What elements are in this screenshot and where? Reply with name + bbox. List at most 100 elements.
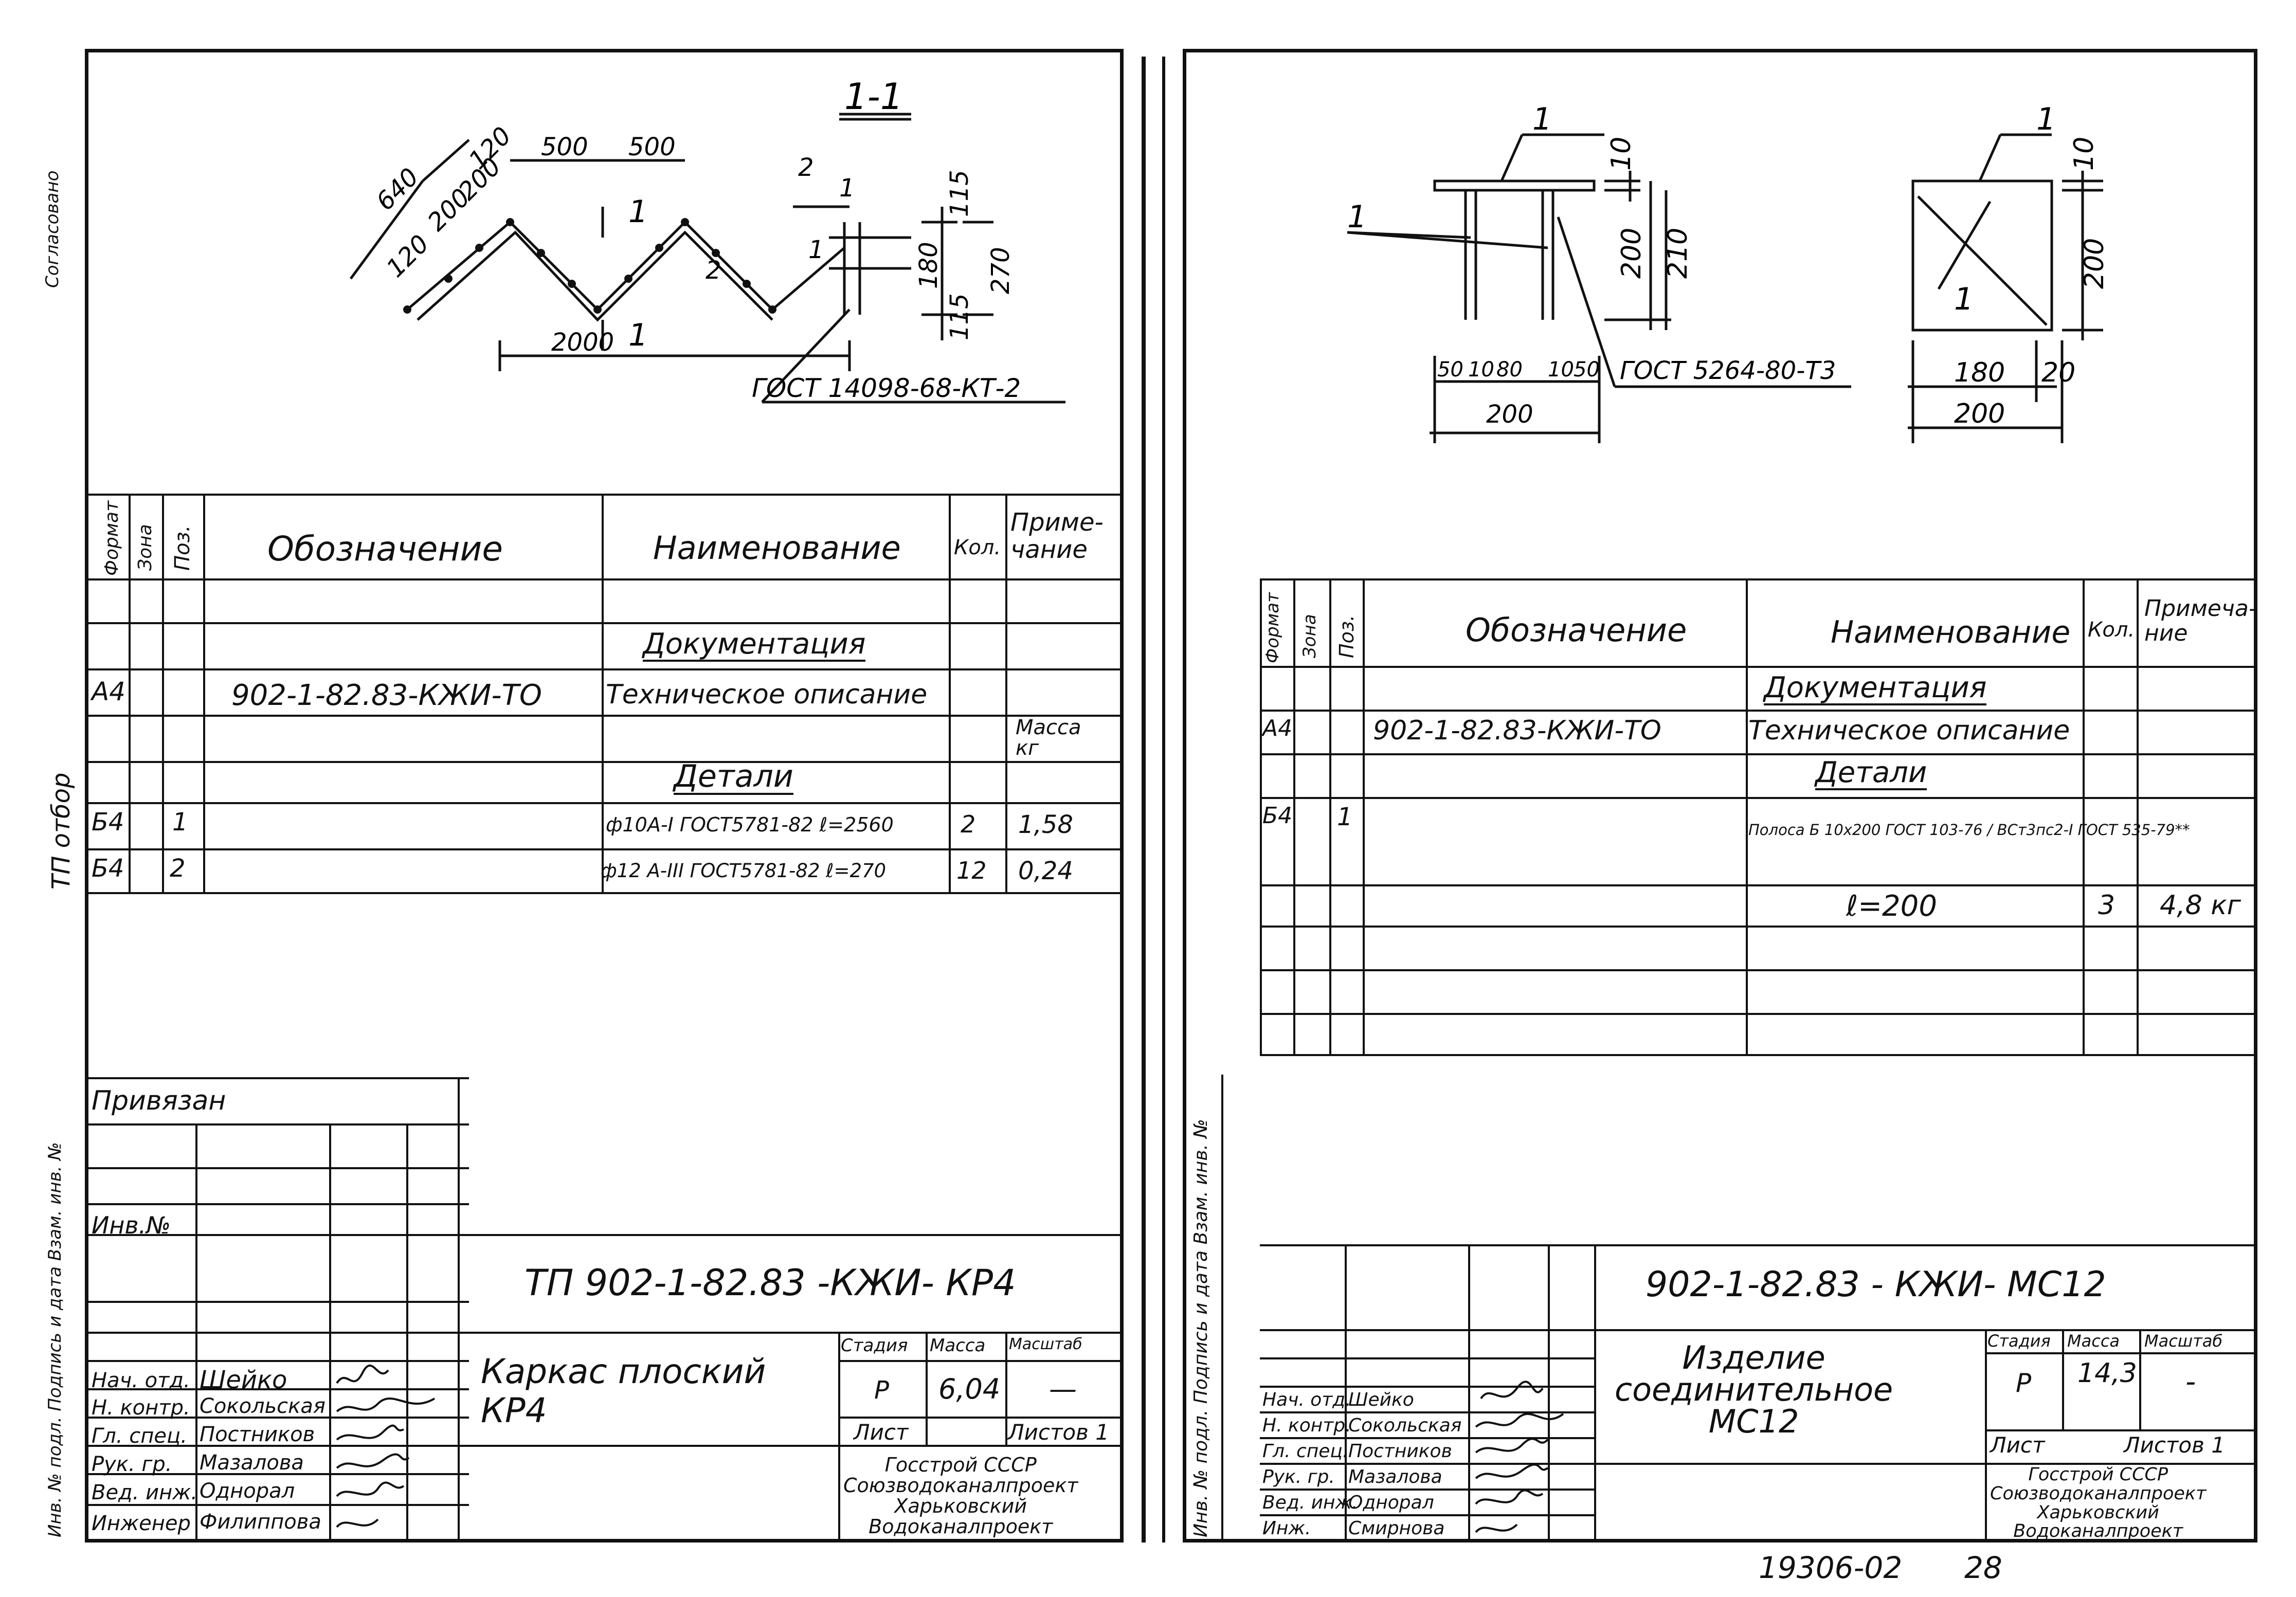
left-signer-name-3: Мазалова — [200, 1451, 304, 1475]
left-stage-header-stage: Стадия — [841, 1335, 908, 1356]
left-row4-qty: 2 — [961, 810, 976, 838]
left-signer-role-0: Нач. отд. — [92, 1369, 190, 1392]
right-header-note: Примеча- ние — [2144, 595, 2257, 647]
dim-640: 640 — [371, 162, 424, 216]
left-title: Каркас плоский КР4 — [481, 1352, 766, 1430]
left-signer-name-2: Постников — [200, 1423, 315, 1446]
left-side-label-top: Согласовано — [42, 170, 63, 288]
dim-2000: 2000 — [551, 328, 614, 357]
left-row1-designation: 902-1-82.83-КЖИ-ТО — [231, 679, 542, 712]
right-dim-210: 210 — [1662, 228, 1693, 279]
left-row3-name: Детали — [674, 758, 793, 795]
left-signer-name-5: Филиппова — [200, 1510, 321, 1534]
left-signatures — [336, 1364, 436, 1528]
left-doc-code: ТП 902-1-82.83 -КЖИ- КР4 — [525, 1262, 1016, 1304]
right-header-zone: Зона — [1299, 614, 1320, 658]
right-header-designation: Обозначение — [1466, 611, 1687, 649]
right-stage-header-scale: Масштаб — [2144, 1331, 2223, 1351]
right-b-callout-top: 1 — [2036, 101, 2056, 137]
left-row0-name: Документация — [643, 627, 866, 662]
left-drawing-frame: 1-1 500 500 640 120 200 200 120 2000 1 1… — [349, 76, 1065, 404]
left-privyazan: Привязан — [92, 1085, 226, 1116]
dim-270: 270 — [986, 247, 1015, 294]
left-header-zone: Зона — [135, 524, 156, 571]
left-row5-pos: 2 — [170, 854, 186, 883]
left-scale-value: — — [1049, 1373, 1077, 1405]
left-row2-note: Масса кг — [1016, 716, 1081, 760]
left-header-note: Приме- чание — [1010, 508, 1104, 564]
right-row0-name: Документация — [1764, 671, 1987, 705]
right-signer-role-3: Рук. гр. — [1262, 1466, 1335, 1487]
left-header-designation: Обозначение — [267, 529, 503, 569]
right-b-dim-180: 180 — [1954, 357, 2005, 388]
right-row3-pos: 1 — [1337, 803, 1353, 831]
right-drawing-frame: 1 1 10 200 210 50 10 80 10 50 200 ГОСТ 5… — [1347, 101, 2110, 443]
left-signer-name-0: Шейко — [200, 1366, 287, 1394]
pos-callout-1a: 1 — [839, 174, 855, 203]
right-dim-200v: 200 — [1616, 228, 1647, 279]
left-sheet-label: Лист — [854, 1420, 909, 1445]
right-callout-1-left: 1 — [1347, 199, 1367, 235]
archive-number: 19306-02 — [1759, 1550, 1903, 1585]
left-sheets-label: Листов 1 — [1008, 1420, 1109, 1445]
right-row1-name: Техническое описание — [1748, 715, 2070, 746]
page-number: 28 — [1964, 1550, 2002, 1585]
right-row1-format: А4 — [1262, 715, 1293, 741]
right-row4-qty: 3 — [2098, 890, 2116, 921]
cut-mark-top: 1 — [628, 194, 648, 230]
dim-180: 180 — [914, 242, 943, 289]
right-b-dim-200v: 200 — [2079, 238, 2110, 289]
right-dim-200h: 200 — [1486, 400, 1533, 429]
right-row3-format: Б4 — [1262, 803, 1293, 829]
left-header-name: Наименование — [653, 529, 901, 567]
right-signatures — [1475, 1381, 1564, 1533]
left-header-qty: Кол. — [954, 536, 1001, 559]
left-signer-name-4: Однорал — [200, 1479, 295, 1503]
left-signer-role-4: Вед. инж. — [92, 1481, 198, 1504]
pos-callout-2a: 2 — [798, 153, 814, 182]
right-sheet-label: Лист — [1990, 1432, 2045, 1458]
dim-115a: 115 — [945, 170, 974, 217]
center-spine-inner — [1162, 57, 1165, 1542]
dim-500b: 500 — [628, 133, 676, 161]
left-row5-name: ф12 А-III ГОСТ5781-82 ℓ=270 — [601, 860, 887, 882]
gost-note-left: ГОСТ 14098-68-КТ-2 — [752, 373, 1021, 403]
pos-callout-2b: 2 — [706, 256, 721, 285]
right-row4-note: 4,8 кг — [2160, 890, 2241, 921]
left-side-label-middle: ТП отбор — [47, 772, 76, 890]
right-signer-name-1: Сокольская — [1348, 1415, 1462, 1436]
dim-500a: 500 — [541, 133, 588, 161]
left-org: Госстрой СССР Союзводоканалпроект Харько… — [843, 1454, 1078, 1538]
right-signer-name-3: Мазалова — [1348, 1466, 1442, 1487]
right-mass-value: 14,3 — [2077, 1358, 2137, 1389]
right-dim-10a: 10 — [1468, 358, 1494, 382]
right-org: Госстрой СССР Союзводоканалпроект Харько… — [1990, 1464, 2207, 1542]
left-row1-format: А4 — [92, 677, 126, 706]
right-row2-name: Детали — [1815, 756, 1927, 790]
right-signer-role-4: Вед. инж. — [1262, 1492, 1358, 1513]
left-signer-role-5: Инженер — [92, 1512, 191, 1535]
left-mass-value: 6,04 — [938, 1373, 1001, 1405]
right-sheet — [1183, 49, 2257, 1542]
left-side-label-bottom: Инв. № подл. Подпись и дата Взам. инв. № — [45, 1142, 65, 1537]
right-b-dim-10: 10 — [2069, 137, 2100, 171]
left-signer-role-1: Н. контр. — [92, 1396, 190, 1420]
right-header-qty: Кол. — [2088, 618, 2135, 642]
right-callout-1-top: 1 — [1532, 101, 1552, 137]
pos-callout-1b: 1 — [808, 235, 824, 264]
right-dim-50a: 50 — [1437, 358, 1463, 382]
right-gost-note: ГОСТ 5264-80-Т3 — [1620, 356, 1836, 385]
dim-115b: 115 — [945, 293, 974, 340]
right-signer-role-2: Гл. спец. — [1262, 1441, 1349, 1462]
right-row3-name: Полоса Б 10х200 ГОСТ 103-76 / ВСт3пс2-I … — [1748, 821, 2190, 839]
center-spine — [1142, 57, 1146, 1542]
left-inv-no: Инв.№ — [92, 1211, 171, 1239]
zigzag-bar — [406, 220, 845, 312]
right-dim-80: 80 — [1496, 358, 1523, 382]
right-sheets-label: Листов 1 — [2124, 1432, 2225, 1458]
left-row4-note: 1,58 — [1018, 810, 1073, 839]
left-row5-qty: 12 — [956, 857, 987, 884]
right-signer-name-0: Шейко — [1348, 1389, 1414, 1410]
right-signer-role-1: Н. контр. — [1262, 1415, 1351, 1436]
cut-mark-bottom: 1 — [628, 317, 648, 353]
